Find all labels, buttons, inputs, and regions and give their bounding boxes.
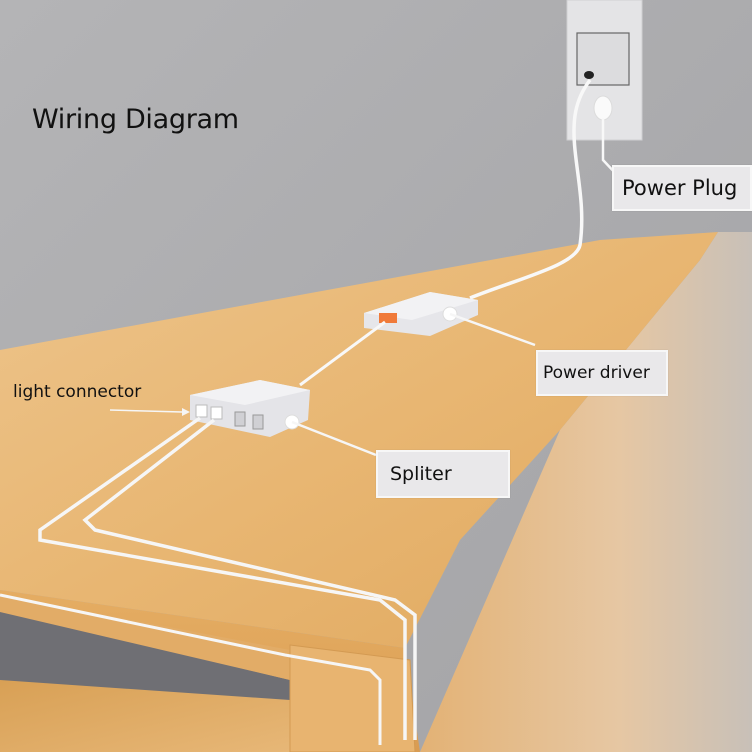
light-connector-label: light connector	[13, 382, 142, 402]
splitter-label-text: Spliter	[390, 463, 452, 485]
power-plug-label: Power Plug	[612, 165, 752, 211]
power-driver-label: Power driver	[536, 350, 668, 396]
splitter-label-leader	[291, 420, 377, 457]
splitter-label: Spliter	[376, 450, 510, 498]
light-cable-2	[82, 418, 417, 740]
driver-label-leader	[449, 312, 536, 347]
cable-driver-to-splitter	[299, 320, 386, 387]
table-top	[0, 232, 718, 648]
driver-orange-connector	[379, 313, 397, 323]
light-connector-arrow	[109, 409, 183, 413]
wall-outlet	[566, 0, 643, 141]
light-cable-1	[38, 416, 407, 740]
cable-plug-to-driver	[469, 78, 592, 300]
power-driver-label-text: Power driver	[543, 363, 650, 383]
front-rail	[0, 595, 290, 680]
splitter-device	[190, 380, 310, 437]
power-driver-device	[364, 292, 478, 336]
lower-shelf	[0, 680, 290, 752]
power-plug-label-text: Power Plug	[622, 176, 738, 200]
table-side-face	[420, 232, 752, 752]
diagram-title: Wiring Diagram	[32, 104, 239, 135]
table-leg	[289, 644, 416, 752]
light-cable-underside	[0, 593, 382, 745]
